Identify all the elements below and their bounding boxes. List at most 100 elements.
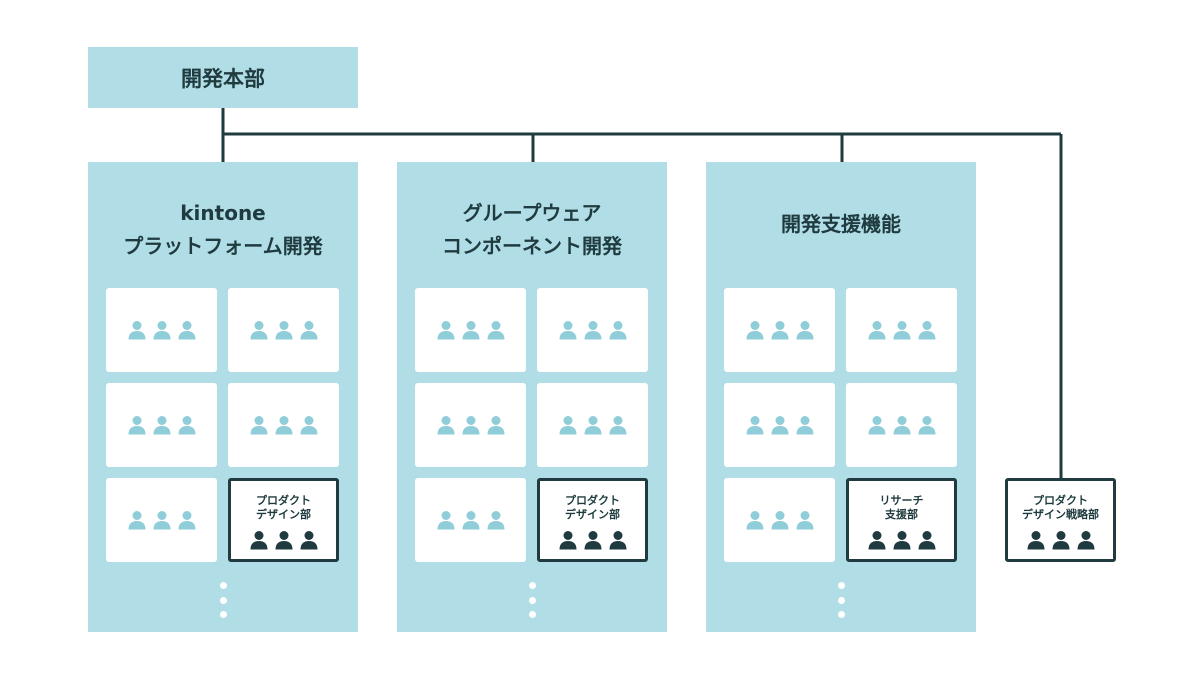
person-icon (796, 321, 813, 340)
vertical-ellipsis-icon (217, 582, 229, 618)
team-label-line: プロダクト (256, 494, 311, 507)
team-card (415, 478, 526, 562)
team-members (106, 510, 217, 530)
person-icon (584, 321, 601, 340)
department-title: kintone プラットフォーム開発 (88, 197, 358, 263)
team-members (106, 415, 217, 435)
person-icon (437, 511, 454, 530)
team-members (537, 320, 648, 340)
department-title-line: プラットフォーム開発 (123, 234, 323, 258)
person-icon (771, 321, 788, 340)
person-icon (128, 321, 145, 340)
department-panel-3: 開発支援機能 リサーチ支援部 (706, 162, 976, 632)
person-icon (918, 416, 935, 435)
team-label-line: デザイン部 (256, 508, 311, 521)
person-icon (868, 531, 885, 550)
person-icon (275, 416, 292, 435)
person-icon (275, 531, 292, 550)
person-icon (462, 416, 479, 435)
team-label-line: プロダクト (1033, 494, 1088, 507)
person-icon (178, 416, 195, 435)
team-members (724, 320, 835, 340)
team-label: プロダクトデザイン部 (231, 494, 336, 522)
person-icon (250, 321, 267, 340)
person-icon (1077, 531, 1094, 550)
person-icon (771, 416, 788, 435)
department-panel-2: グループウェア コンポーネント開発 プロダクトデザイン部 (397, 162, 667, 632)
team-members (415, 320, 526, 340)
department-title: 開発支援機能 (706, 208, 976, 241)
team-label-line: デザイン部 (565, 508, 620, 521)
person-icon (462, 511, 479, 530)
person-icon (250, 531, 267, 550)
department-title-line: 開発支援機能 (781, 212, 901, 236)
team-card (228, 383, 339, 467)
person-icon (1027, 531, 1044, 550)
root-department-box: 開発本部 (88, 47, 358, 108)
person-icon (796, 416, 813, 435)
person-icon (250, 416, 267, 435)
person-icon (584, 531, 601, 550)
person-icon (153, 511, 170, 530)
person-icon (437, 321, 454, 340)
team-label: リサーチ支援部 (849, 494, 954, 522)
team-members (537, 415, 648, 435)
department-panel-1: kintone プラットフォーム開発 プロダクトデザイン部 (88, 162, 358, 632)
team-members (228, 415, 339, 435)
team-members (415, 510, 526, 530)
person-icon (487, 511, 504, 530)
team-members (231, 530, 336, 550)
vertical-ellipsis-icon (835, 582, 847, 618)
person-icon (746, 416, 763, 435)
team-members (106, 320, 217, 340)
person-icon (300, 531, 317, 550)
person-icon (487, 321, 504, 340)
person-icon (559, 531, 576, 550)
team-card-highlighted: プロダクトデザイン部 (537, 478, 648, 562)
person-icon (300, 321, 317, 340)
person-icon (300, 416, 317, 435)
person-icon (128, 416, 145, 435)
standalone-team-card: プロダクト デザイン戦略部 (1005, 478, 1116, 562)
person-icon (868, 321, 885, 340)
person-icon (918, 321, 935, 340)
team-card (724, 478, 835, 562)
team-card (537, 288, 648, 372)
person-icon (153, 321, 170, 340)
team-card (724, 383, 835, 467)
team-members (724, 415, 835, 435)
team-card (228, 288, 339, 372)
team-card (106, 478, 217, 562)
person-icon (609, 321, 626, 340)
department-title-line: コンポーネント開発 (442, 234, 622, 258)
team-label-line: 支援部 (885, 508, 918, 521)
person-icon (178, 511, 195, 530)
team-card-highlighted: リサーチ支援部 (846, 478, 957, 562)
root-department-title: 開発本部 (181, 66, 265, 91)
team-card (106, 383, 217, 467)
team-label: プロダクトデザイン部 (540, 494, 645, 522)
person-icon (893, 531, 910, 550)
person-icon (487, 416, 504, 435)
team-members (228, 320, 339, 340)
person-icon (178, 321, 195, 340)
team-card (846, 288, 957, 372)
team-card (724, 288, 835, 372)
person-icon (609, 416, 626, 435)
person-icon (893, 321, 910, 340)
team-card (537, 383, 648, 467)
person-icon (1052, 531, 1069, 550)
person-icon (559, 321, 576, 340)
team-members (846, 320, 957, 340)
person-icon (462, 321, 479, 340)
person-icon (796, 511, 813, 530)
team-members (540, 530, 645, 550)
person-icon (746, 511, 763, 530)
team-label: プロダクト デザイン戦略部 (1008, 494, 1113, 522)
vertical-ellipsis-icon (526, 582, 538, 618)
person-icon (437, 416, 454, 435)
team-card (415, 288, 526, 372)
person-icon (918, 531, 935, 550)
department-title-line: グループウェア (462, 201, 602, 225)
